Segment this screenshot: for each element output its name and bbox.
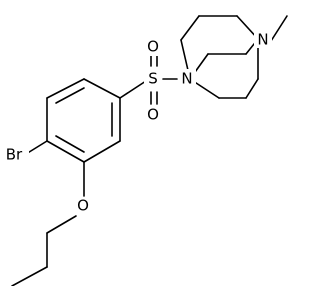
sulfur-label-bg bbox=[144, 70, 162, 88]
oxygen-top-label-bg bbox=[145, 38, 161, 56]
ring-bond-1 bbox=[46, 78, 85, 99]
structure-canvas: S O O N N Br O bbox=[1, 15, 288, 286]
benzene-ring bbox=[46, 78, 121, 163]
oxygen-bottom-label-bg bbox=[145, 106, 161, 124]
nitrogen-sulfonyl-label: N bbox=[181, 70, 192, 88]
nitrogen-methyl-label-bg bbox=[254, 30, 272, 48]
n-methyl-bond bbox=[270, 15, 288, 42]
piperazine-ring bbox=[180, 15, 259, 99]
bromine-label: Br bbox=[6, 146, 23, 164]
ether-oxygen-label-bg bbox=[75, 197, 91, 215]
ether-oxygen-label: O bbox=[77, 197, 89, 215]
ring-double-bond-top bbox=[55, 87, 85, 104]
piperazine-bond-10 bbox=[245, 78, 259, 99]
piperazine-bond-6 bbox=[180, 15, 200, 41]
aryl-bromine-bond bbox=[25, 140, 48, 155]
nitrogen-methyl-label: N bbox=[257, 31, 268, 49]
oxygen-top-label: O bbox=[147, 38, 159, 56]
sulfur-label: S bbox=[148, 70, 158, 88]
ether-chain-bond-1 bbox=[46, 215, 77, 234]
ring-bond-4 bbox=[83, 140, 121, 163]
ring-bond-2 bbox=[83, 78, 121, 99]
oxygen-bottom-label: O bbox=[147, 106, 159, 124]
bromine-label-bg bbox=[1, 146, 29, 164]
ring-bond-5 bbox=[46, 140, 85, 163]
ring-double-bond-bottom bbox=[55, 135, 85, 153]
ether-chain-bond-3 bbox=[11, 266, 48, 286]
nitrogen-sulfonyl-label-bg bbox=[178, 69, 196, 87]
molecule-diagram: S O O N N Br O bbox=[1, 15, 288, 286]
